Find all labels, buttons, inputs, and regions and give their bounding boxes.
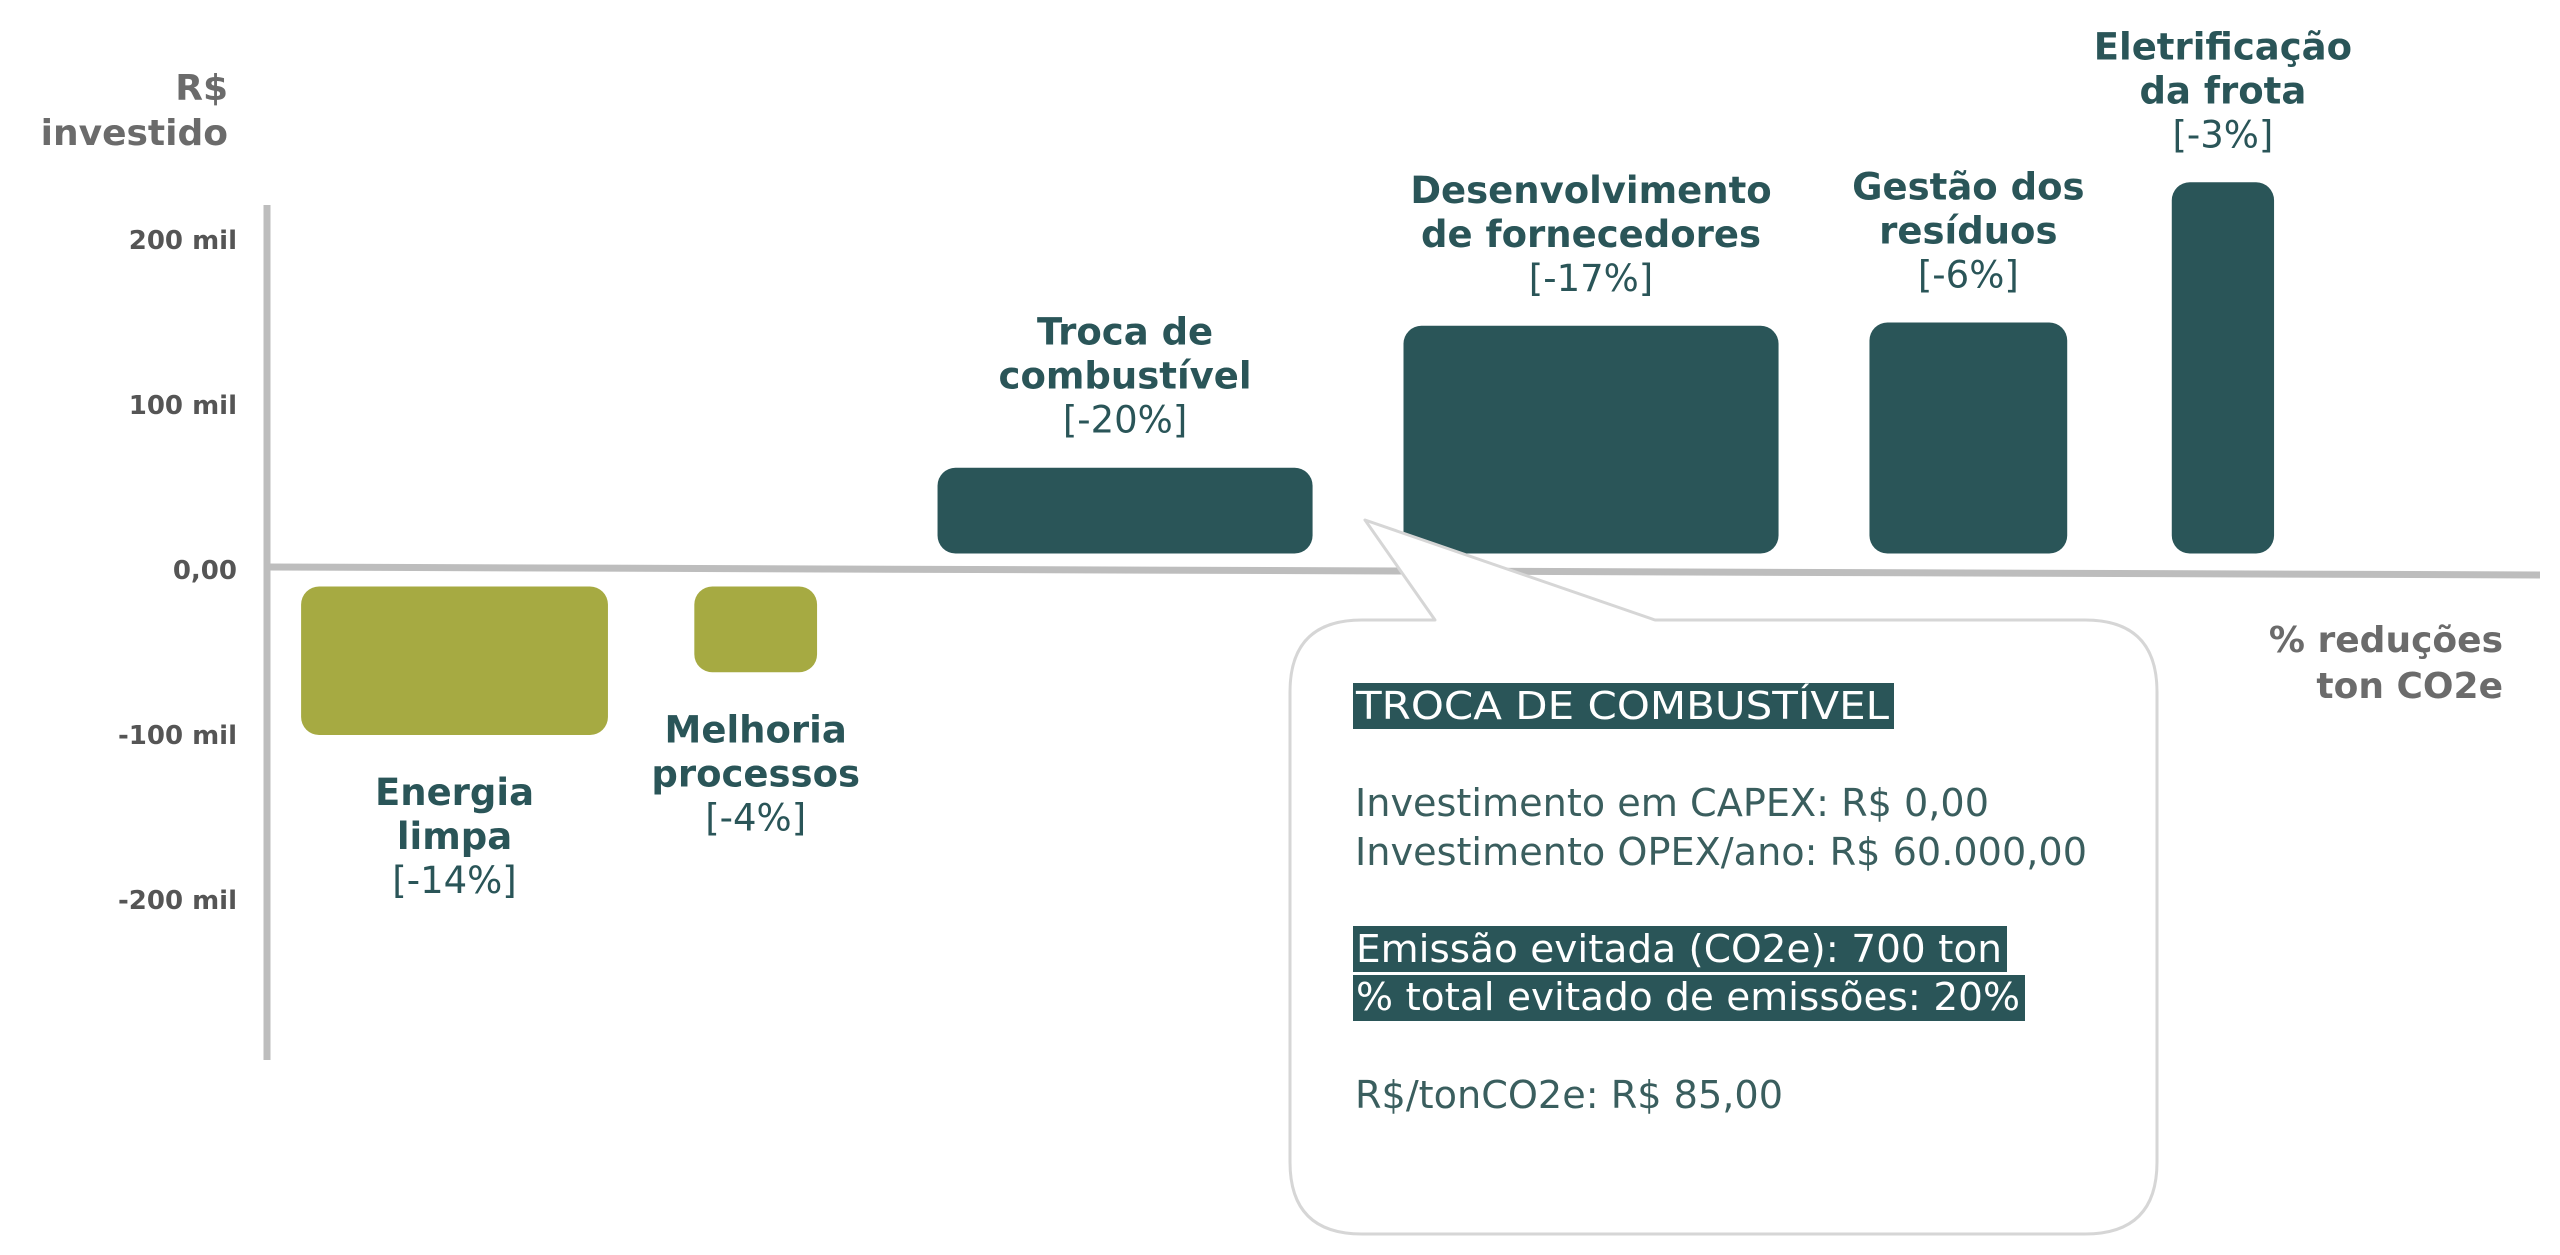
bar[interactable] <box>694 586 818 673</box>
bar-title-line: Energia <box>375 771 534 814</box>
bar-title-line: de fornecedores <box>1421 213 1761 256</box>
bar-title-line: Desenvolvimento <box>1410 169 1771 212</box>
bar-title-line: combustível <box>999 355 1252 398</box>
bar-title-line: Melhoria <box>665 708 847 751</box>
bar[interactable] <box>937 467 1313 554</box>
bar-pct-label: [-14%] <box>392 859 516 902</box>
bar-pct-label: [-4%] <box>705 796 806 839</box>
y-axis-title-line-2: investido <box>41 113 228 154</box>
bar-pct-label: [-3%] <box>2172 113 2273 156</box>
tooltip-troca-de-combustivel: TROCA DE COMBUSTÍVEL Investimento em CAP… <box>1288 518 2159 1236</box>
bar-title-line: Troca de <box>1037 311 1213 354</box>
tooltip-highlight-1-bg <box>1353 926 2007 972</box>
tooltip-line-opex: Investimento OPEX/ano: R$ 60.000,00 <box>1355 830 2087 874</box>
bar[interactable] <box>1403 325 1779 554</box>
tooltip-line-capex: Investimento em CAPEX: R$ 0,00 <box>1355 781 1989 825</box>
bar-title-line: processos <box>651 752 860 795</box>
tooltip-highlight-2-bg <box>1353 975 2025 1021</box>
tooltip-footer-cost: R$/tonCO2e: R$ 85,00 <box>1355 1073 1783 1117</box>
bar[interactable] <box>1869 322 2068 554</box>
bar-pct-label: [-17%] <box>1529 257 1653 300</box>
tooltip-heading: TROCA DE COMBUSTÍVEL <box>1355 684 1889 728</box>
y-tick-labels: 200 mil 100 mil 0,00 -100 mil -200 mil <box>118 226 237 916</box>
bar-title-line: limpa <box>397 815 512 858</box>
bar-pct-label: [-6%] <box>1918 254 2019 297</box>
y-tick-label: 0,00 <box>173 556 237 586</box>
tooltip-heading-highlight <box>1353 683 1894 729</box>
y-tick-label: 100 mil <box>129 391 237 421</box>
bar[interactable] <box>301 586 608 736</box>
tooltip-highlight-emissao: Emissão evitada (CO2e): 700 ton <box>1356 927 2002 971</box>
bar-pct-label: [-20%] <box>1063 399 1187 442</box>
y-axis-title-line-1: R$ <box>175 68 228 109</box>
y-tick-label: -100 mil <box>118 721 237 751</box>
bar-title-line: Gestão dos <box>1852 166 2084 209</box>
tooltip-bubble <box>1288 518 2159 1236</box>
y-tick-label: 200 mil <box>129 226 237 256</box>
tooltip-highlight-pct-total: % total evitado de emissões: 20% <box>1356 975 2020 1019</box>
bar[interactable] <box>2171 182 2275 554</box>
bars <box>301 182 2275 736</box>
x-axis-title-line-2: ton CO2e <box>2316 666 2503 707</box>
bar-title-line: resíduos <box>1879 210 2057 253</box>
y-tick-label: -200 mil <box>118 886 237 916</box>
bar-title-line: Eletrificação <box>2094 25 2352 68</box>
bar-title-line: da frota <box>2140 69 2307 112</box>
x-axis-title-line-1: % reduções <box>2269 620 2503 661</box>
axes: R$ investido % reduções ton CO2e <box>41 68 2541 1060</box>
